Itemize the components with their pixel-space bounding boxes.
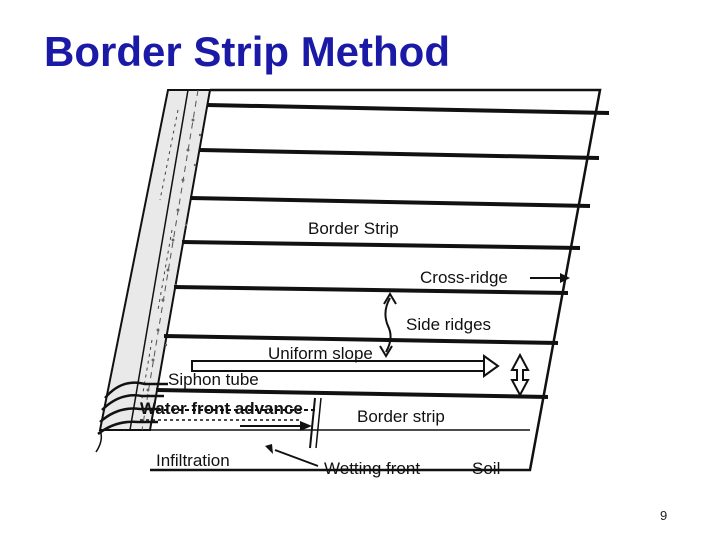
label-border-strip-lower: Border strip bbox=[357, 407, 445, 426]
border-strip-diagram: Border Strip Cross-ridge Side ridges Uni… bbox=[60, 80, 680, 490]
soil-profile bbox=[95, 429, 530, 453]
border-strip-illustration: Border Strip Cross-ridge Side ridges Uni… bbox=[95, 88, 610, 478]
ridge-line bbox=[189, 196, 591, 208]
label-water-front-advance: Water front advance bbox=[140, 399, 303, 418]
ridge-line bbox=[173, 285, 569, 295]
label-wetting-front: Wetting front bbox=[324, 459, 420, 478]
strip-ridges bbox=[155, 103, 610, 399]
uniform-slope-arrow bbox=[191, 354, 500, 378]
vertical-slope-arrow bbox=[510, 352, 530, 398]
ridge-line bbox=[181, 240, 581, 250]
cross-ridge-arrow bbox=[530, 273, 570, 283]
side-ridges-brace bbox=[379, 292, 397, 358]
label-side-ridges: Side ridges bbox=[406, 315, 491, 334]
label-infiltration: Infiltration bbox=[156, 451, 230, 470]
ridge-line bbox=[199, 148, 600, 160]
label-cross-ridge: Cross-ridge bbox=[420, 268, 508, 287]
label-siphon-tube: Siphon tube bbox=[168, 370, 259, 389]
wetting-front-arrow bbox=[265, 444, 319, 467]
label-soil: Soil bbox=[472, 459, 500, 478]
ridge-line bbox=[163, 334, 559, 345]
siphon-tubes bbox=[97, 381, 168, 435]
head-ditch bbox=[98, 89, 212, 431]
ridge-line bbox=[206, 103, 610, 115]
page-number: 9 bbox=[660, 508, 668, 523]
ridge-line bbox=[155, 388, 549, 399]
slide-title: Border Strip Method bbox=[44, 28, 450, 75]
water-front-zone bbox=[140, 397, 322, 449]
label-uniform-slope: Uniform slope bbox=[268, 344, 373, 363]
label-border-strip-upper: Border Strip bbox=[308, 219, 399, 238]
